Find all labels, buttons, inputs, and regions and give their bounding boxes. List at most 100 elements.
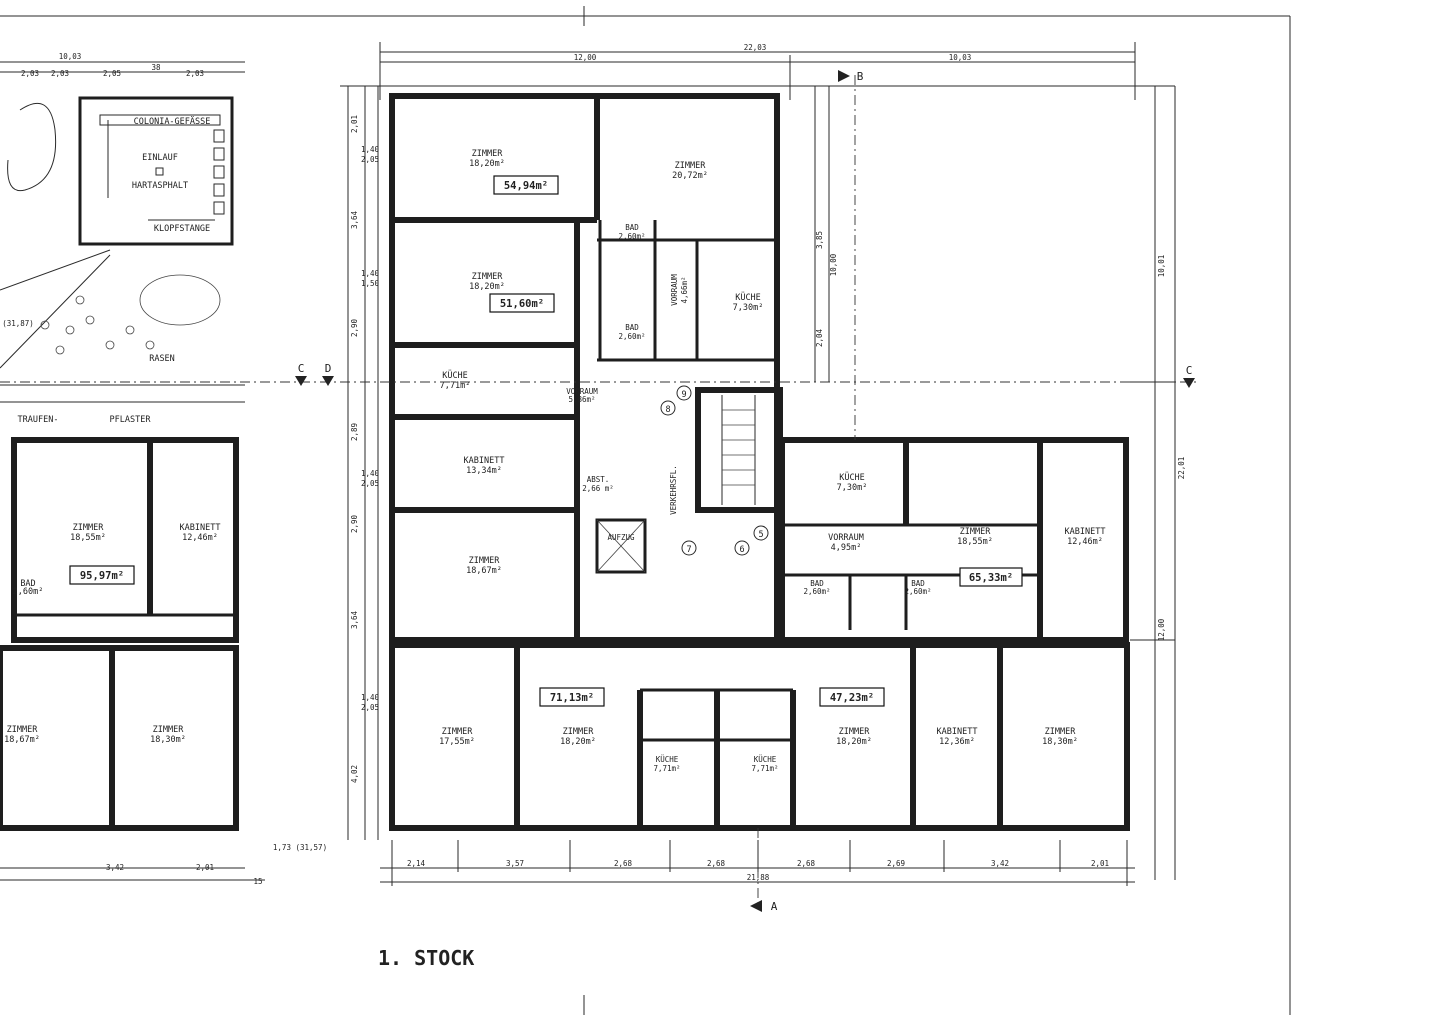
vertical-dim: 2,90 <box>350 514 359 533</box>
room-name: BAD <box>625 223 639 232</box>
section-marker-c: C <box>1186 364 1193 377</box>
unit-area-label: 54,94m² <box>504 180 548 192</box>
room-area: 7,30m² <box>837 483 868 493</box>
floor-title: 1. STOCK <box>378 946 474 970</box>
center-dim: 3,85 <box>815 231 824 249</box>
bottom-total-dim: 21,88 <box>747 873 770 882</box>
room-name: BAD <box>625 323 639 332</box>
inlet-label: EINLAUF <box>142 153 178 163</box>
room-area: 18,30m² <box>150 735 186 745</box>
courtyard-dim: 2,03 <box>186 69 204 78</box>
top-dimensions: 22,03 12,00 10,03 <box>340 42 1175 100</box>
sheet-frame <box>0 6 1291 1015</box>
room-name: ZIMMER <box>153 725 185 735</box>
room-name: BAD <box>911 579 925 588</box>
room-area: 2,60m² <box>618 332 645 341</box>
top-dim-right: 10,03 <box>949 53 972 62</box>
bottom-dim: 2,68 <box>797 859 816 868</box>
colonia-vessels-label: COLONIA-GEFÄSSE <box>134 116 211 127</box>
room-area: 2,60m² <box>803 587 830 596</box>
room-area: 12,46m² <box>182 533 218 543</box>
unit-number: 8 <box>665 405 670 415</box>
unit-area-label: 65,33m² <box>969 572 1013 584</box>
courtyard-dim: 38 <box>151 63 161 72</box>
unit-number: 5 <box>758 530 763 540</box>
right-dim-lower: 12,00 <box>1157 618 1166 641</box>
room-name: ABST. <box>587 475 610 484</box>
level-note: (31,87) <box>2 319 34 328</box>
courtyard-dim: 2,05 <box>103 69 121 78</box>
room-name: ZIMMER <box>960 527 992 537</box>
vertical-dim: 2,90 <box>350 318 359 337</box>
unit-area-label: 95,97m² <box>80 570 124 582</box>
room-area: 7,71m² <box>751 764 778 773</box>
room-name: VORRAUM <box>566 387 598 396</box>
unit-number: 6 <box>739 545 744 555</box>
vertical-dim: 2,89 <box>350 423 359 441</box>
rooms-upper-left: ZIMMER 18,20m² 54,94m² ZIMMER 20,72m² ZI… <box>440 149 764 576</box>
center-dim: 10,00 <box>829 253 838 276</box>
room-name: ZIMMER <box>442 727 474 737</box>
vertical-dim: 4,02 <box>350 765 359 783</box>
room-name: KABINETT <box>1065 527 1106 537</box>
room-area: 18,67m² <box>466 566 502 576</box>
courtyard-dim: 2,03 <box>21 69 39 78</box>
room-area: 2,60m² <box>13 587 44 597</box>
room-name: VERKEHRSFL. <box>669 465 678 515</box>
section-marker-a: A <box>771 900 778 913</box>
section-marker-d: D <box>325 362 332 375</box>
bottom-dim: 2,69 <box>887 859 905 868</box>
room-name: ZIMMER <box>472 149 504 159</box>
top-dim-left: 12,00 <box>574 53 597 62</box>
room-area: 18,55m² <box>70 533 106 543</box>
room-name: KABINETT <box>464 456 505 466</box>
window-dim: 1,50 <box>361 279 380 288</box>
room-name: KÜCHE <box>656 755 679 764</box>
left-dimension-chain: 2,01 3,64 2,90 2,89 2,90 3,64 4,02 1,40 … <box>347 86 838 840</box>
room-name: ZIMMER <box>472 272 504 282</box>
room-area: 18,20m² <box>469 282 505 292</box>
unit-area-label: 47,23m² <box>830 692 874 704</box>
lawn-label: RASEN <box>149 354 175 364</box>
left-unit: ZIMMER 18,55m² KABINETT 12,46m² ZIMMER 1… <box>0 437 327 886</box>
vertical-dim: 3,64 <box>350 210 359 229</box>
room-area: 18,55m² <box>957 537 993 547</box>
room-area: 13,34m² <box>466 466 502 476</box>
room-name: VORRAUM <box>828 533 864 543</box>
room-name: KÜCHE <box>839 472 865 483</box>
room-area: 4,66m² <box>680 276 689 303</box>
room-name: ZIMMER <box>73 523 105 533</box>
vertical-dim: 3,64 <box>350 610 359 629</box>
unit-area-label: 51,60m² <box>500 298 544 310</box>
room-name: KÜCHE <box>442 370 468 381</box>
rooms-right: KÜCHE 7,30m² VORRAUM 4,95m² ZIMMER 18,55… <box>803 472 1105 596</box>
window-dim: 2,05 <box>361 703 379 712</box>
unit-number: 9 <box>681 390 686 400</box>
window-dim: 2,05 <box>361 479 379 488</box>
courtyard-dim: 2,03 <box>51 69 69 78</box>
room-area: 18,20m² <box>469 159 505 169</box>
room-area: 7,71m² <box>653 764 680 773</box>
level-note-bottom: 1,73 (31,57) <box>273 843 327 852</box>
bottom-dimension-chain: 2,14 3,57 2,68 2,68 2,68 2,69 3,42 2,01 … <box>380 840 1135 886</box>
room-area: 2,60m² <box>618 232 645 241</box>
unit-area-label: 71,13m² <box>550 692 594 704</box>
bottom-dim: 2,01 <box>1091 859 1109 868</box>
room-name: KÜCHE <box>754 755 777 764</box>
bottom-dim: 3,42 <box>991 859 1009 868</box>
courtyard-area: 10,03 2,03 2,05 38 2,03 2,03 COLONIA-GEF… <box>0 52 245 425</box>
room-name: KÜCHE <box>735 292 761 303</box>
unit-number: 7 <box>686 545 691 555</box>
bottom-dim: 2,68 <box>707 859 726 868</box>
unit-numbers: 5 6 7 8 9 <box>660 385 769 556</box>
vertical-dim: 2,01 <box>350 115 359 133</box>
room-area: 18,20m² <box>836 737 872 747</box>
room-name: KABINETT <box>937 727 978 737</box>
paving-label: PFLASTER <box>110 415 152 425</box>
section-marker-c: C <box>298 362 305 375</box>
right-dim-overall: 22,01 <box>1177 457 1186 480</box>
rooms-bottom: 71,13m² 47,23m² ZIMMER 17,55m² ZIMMER 18… <box>439 687 1078 773</box>
room-area: 20,72m² <box>672 171 708 181</box>
drip-edge-label: TRAUFEN- <box>18 415 59 425</box>
